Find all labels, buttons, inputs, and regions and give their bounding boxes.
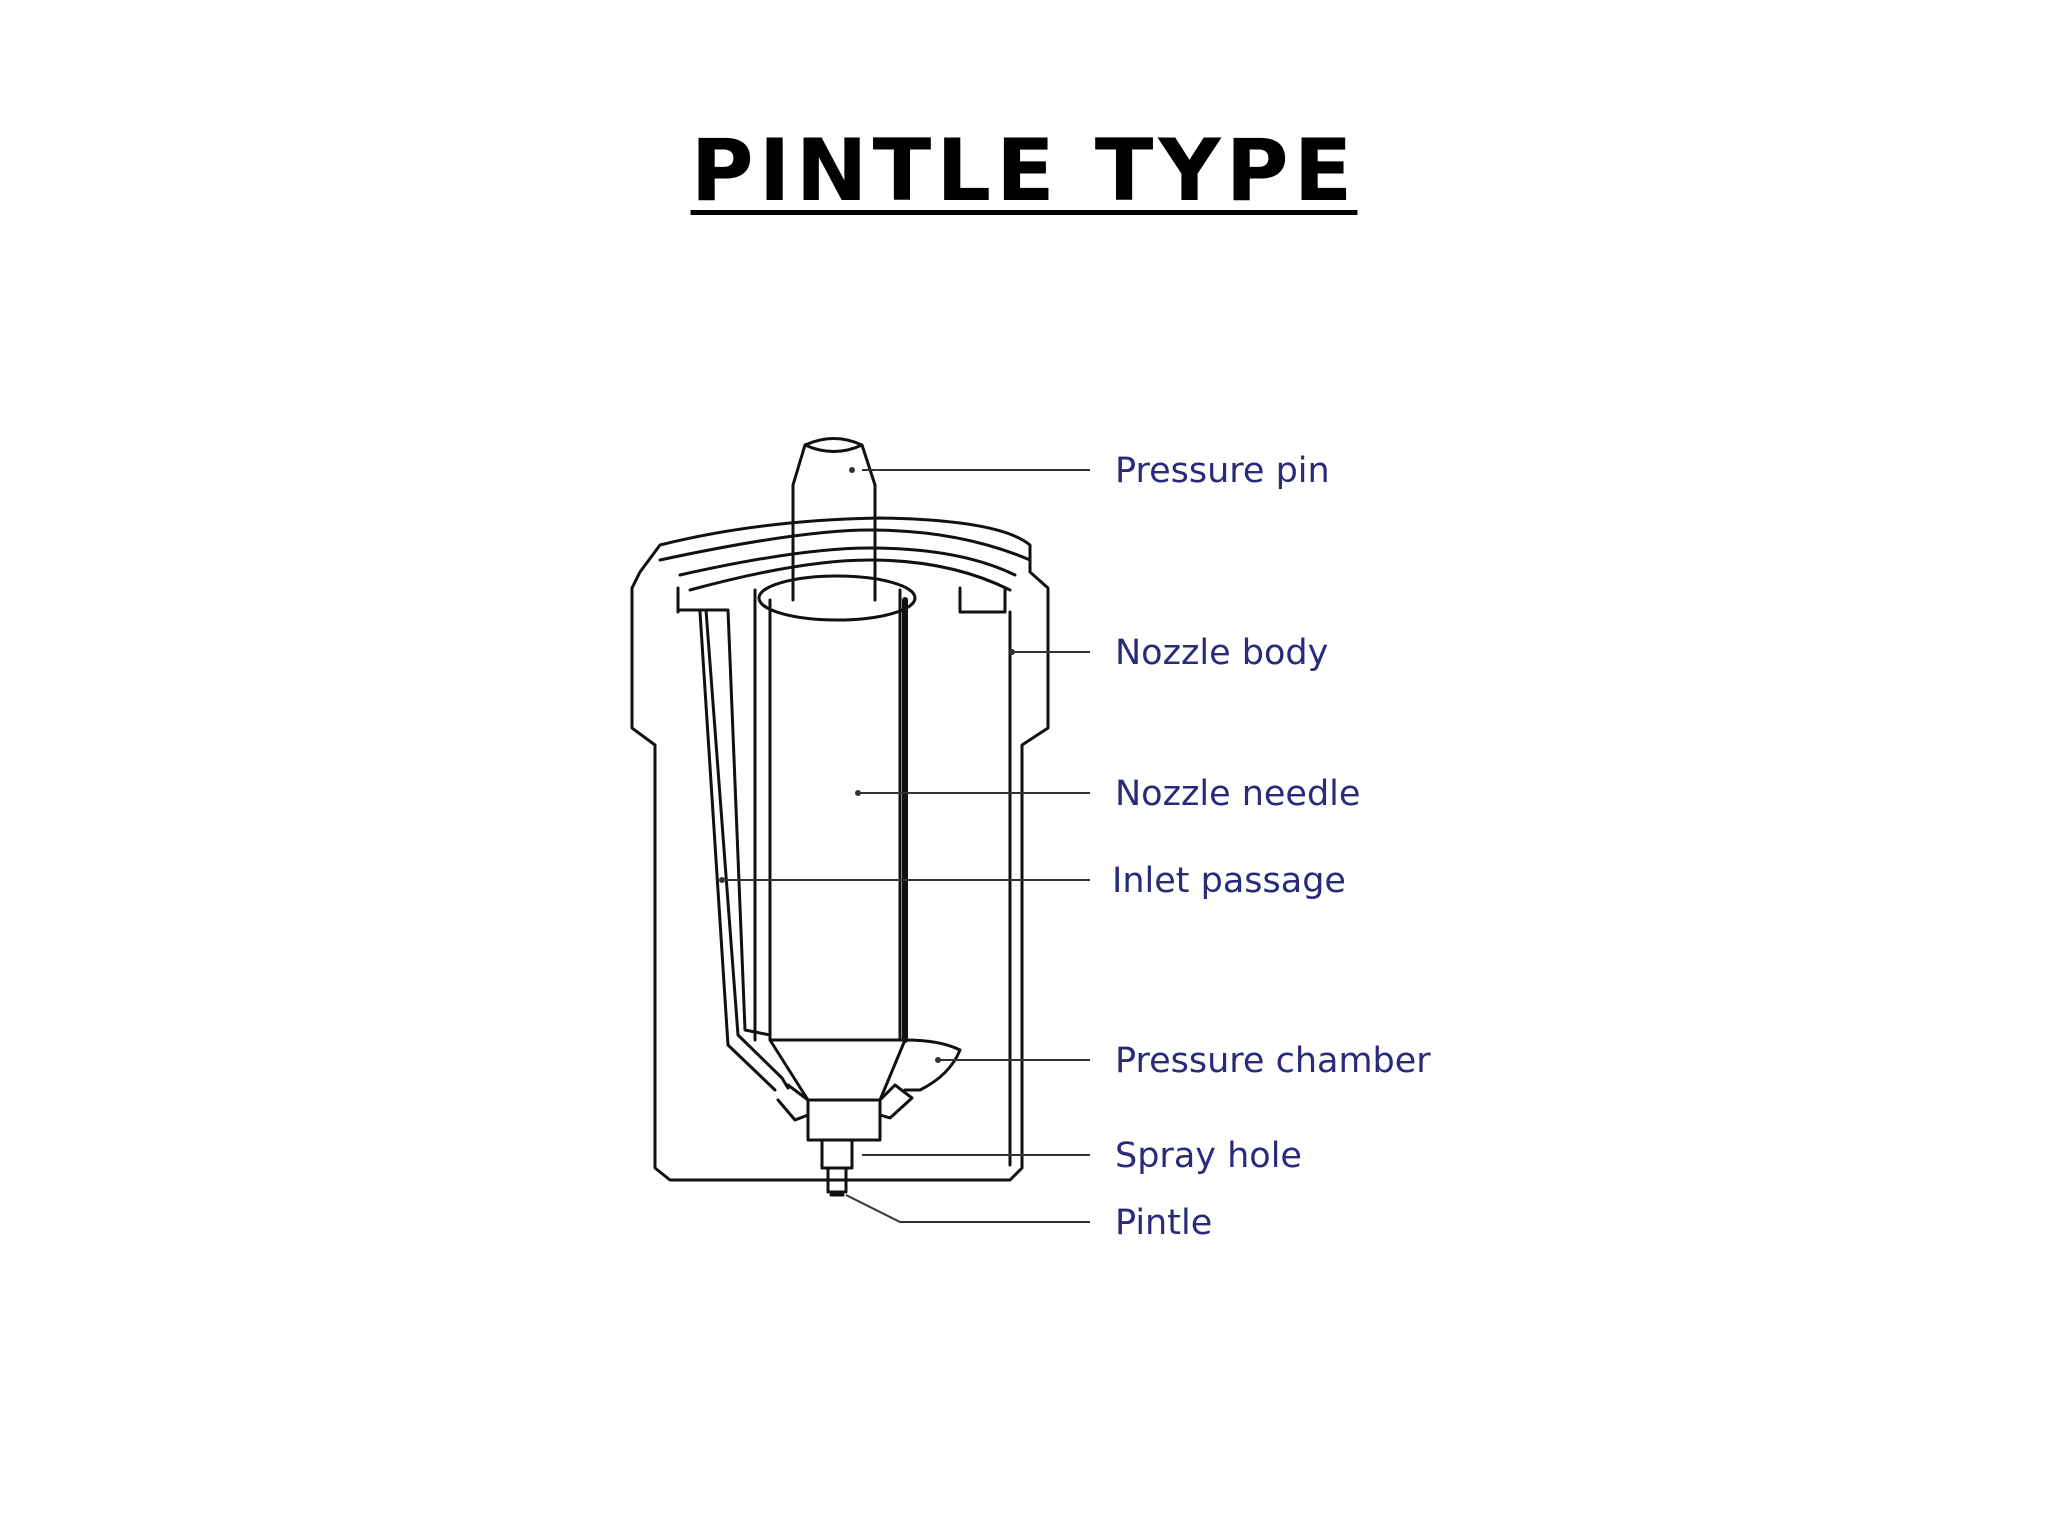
page-title: PINTLE TYPE [0, 128, 2048, 214]
nozzle-top-ring-outer [658, 528, 1032, 562]
label-inlet-passage: Inlet passage [1112, 861, 1346, 901]
inlet-passage-inner [704, 608, 772, 1037]
dot-pressure-chamber [935, 1057, 941, 1063]
label-nozzle-body: Nozzle body [1115, 633, 1328, 673]
dot-nozzle-needle [855, 790, 861, 796]
inlet-passage-outer [676, 608, 790, 1090]
leader-dots [719, 467, 1015, 1063]
nozzle-top-ring-groove [688, 558, 1012, 592]
dot-inlet-passage [719, 877, 725, 883]
inlet-passage-wall [698, 610, 777, 1092]
leader-pintle [845, 1194, 1090, 1223]
pressure-chamber-left-seat [776, 1083, 810, 1122]
pressure-pin-outline [791, 483, 877, 602]
label-pressure-chamber: Pressure chamber [1115, 1041, 1431, 1081]
nozzle-body-outline [630, 516, 1050, 1182]
pressure-chamber-right [903, 1038, 962, 1092]
label-nozzle-needle: Nozzle needle [1115, 774, 1360, 814]
nozzle-top-step [676, 586, 1007, 614]
leader-lines [722, 469, 1090, 1223]
nozzle-drawing [630, 437, 1050, 1197]
part-labels: Pressure pin Nozzle body Nozzle needle I… [1112, 451, 1431, 1243]
page-title-text: PINTLE TYPE [690, 121, 1358, 221]
label-pintle: Pintle [1115, 1203, 1212, 1243]
pressure-chamber-right-seat [878, 1083, 914, 1120]
pressure-pin-cap [803, 443, 864, 453]
dot-pressure-pin [849, 467, 855, 473]
nozzle-needle-top [757, 574, 917, 622]
spray-hole [820, 1138, 854, 1170]
label-pressure-pin: Pressure pin [1115, 451, 1330, 491]
nozzle-top-ring-inner [678, 546, 1017, 577]
dot-nozzle-body [1009, 649, 1015, 655]
pintle-tip [826, 1166, 848, 1194]
label-spray-hole: Spray hole [1115, 1136, 1302, 1176]
nozzle-needle-outline [768, 598, 907, 1142]
